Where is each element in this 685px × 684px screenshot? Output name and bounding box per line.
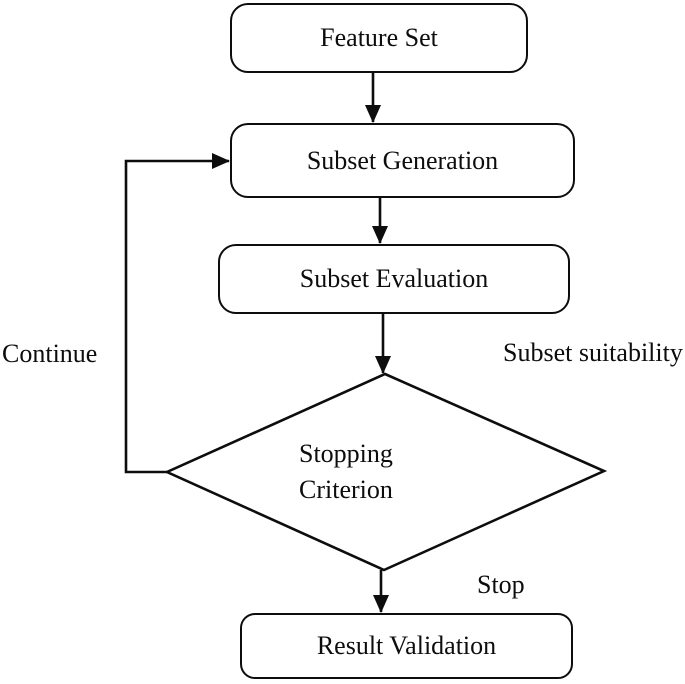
node-subset-generation-label: Subset Generation (306, 145, 499, 175)
edge-label-continue: Continue (2, 339, 98, 368)
arrow-continue-loop-to-subset-generation (124, 153, 230, 474)
node-feature-set: Feature Set (230, 3, 528, 73)
node-subset-evaluation: Subset Evaluation (218, 244, 570, 314)
node-stopping-criterion-shape (163, 372, 608, 572)
node-result-validation: Result Validation (240, 613, 573, 679)
node-stopping-criterion-label-line-2: Criterion (299, 475, 393, 504)
node-stopping-criterion-label-line-1: Stopping (299, 439, 393, 468)
node-result-validation-label: Result Validation (316, 631, 497, 660)
node-subset-evaluation-label: Subset Evaluation (299, 264, 489, 293)
edge-label-subset-suitability: Subset suitability (503, 338, 683, 367)
node-feature-set-label: Feature Set (320, 23, 438, 52)
node-stopping-criterion-label: Stopping Criterion (299, 436, 393, 508)
node-subset-generation: Subset Generation (230, 123, 575, 198)
edge-label-stop: Stop (477, 570, 525, 599)
